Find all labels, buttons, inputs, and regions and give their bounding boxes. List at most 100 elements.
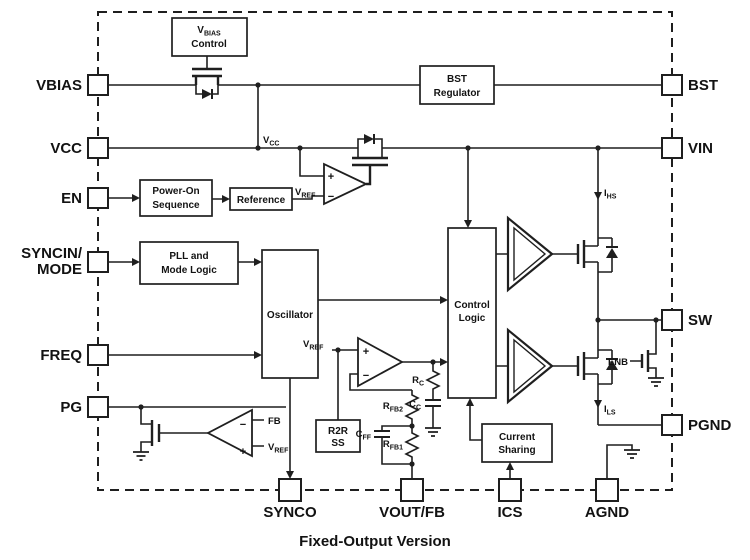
arrowheads [132, 192, 602, 479]
pin-pad-synco [278, 478, 302, 502]
low-side-fet [576, 352, 586, 380]
r2r-ss-block [315, 419, 361, 453]
vref-ldo-label: VREF [295, 187, 316, 200]
pin-label-mode: MODE [37, 261, 82, 278]
ils-label: ILS [604, 404, 616, 417]
enb-ground-symbol [648, 377, 664, 387]
pin-label-sw: SW [688, 312, 713, 329]
error-amp [357, 336, 404, 388]
pin-pad-vcc [87, 137, 109, 159]
capacitor-cc [425, 399, 441, 407]
junction-dot [297, 145, 303, 151]
rc-label: RC [412, 375, 424, 388]
rfb1-label: RFB1 [383, 439, 403, 452]
arrow-pll-to-oscillator [254, 258, 262, 266]
junction-dot [138, 404, 144, 410]
pll-mode-logic-block [139, 241, 239, 285]
pin-pad-vbias [87, 74, 109, 96]
diagram-caption: Fixed-Output Version [299, 533, 451, 550]
pg-net-wire [108, 406, 286, 452]
bst-regulator-label-1: BST [447, 74, 467, 85]
cff-label: CFF [356, 429, 372, 442]
fb-label: FB [268, 416, 281, 427]
enb-label: ENB [608, 357, 628, 368]
pin-label-agnd: AGND [585, 504, 629, 521]
grounds [133, 377, 664, 461]
signal-labels: VCC VREF VREF FB VREF IHS ILS ENB RFB2 R… [263, 135, 628, 455]
pin-pad-pgnd [661, 414, 683, 436]
junction-dot [595, 145, 601, 151]
r2r-ss-label-1: R2R [328, 426, 349, 437]
pin-label-vin: VIN [688, 140, 713, 157]
low-side-body-diode [606, 360, 618, 370]
power-on-label-2: Sequence [152, 200, 200, 211]
opamp-signs: + − + − − + [240, 171, 369, 458]
arrow-sharing-to-control [466, 398, 474, 406]
arrow-ils-current [594, 400, 602, 408]
agnd-ground-symbol [624, 449, 640, 459]
arrow-ics-to-sharing [506, 462, 514, 470]
vbias-body-diode [202, 89, 212, 99]
arrow-oscillator-to-synco [286, 471, 294, 479]
high-side-body-diode [606, 248, 618, 258]
pin-label-vbias: VBIAS [36, 77, 82, 94]
junction-dot [430, 359, 436, 365]
passives [374, 368, 441, 460]
arrow-erroramp-to-control [440, 358, 448, 366]
vcc-net-label: VCC [263, 135, 279, 148]
oscillator-output-wire [289, 299, 440, 471]
pin-pad-pg [87, 396, 109, 418]
pin-pad-agnd [595, 478, 619, 502]
pin-pad-ics [498, 478, 522, 502]
vbias-control-block [171, 17, 248, 57]
pg-comparator [206, 408, 253, 458]
oscillator-block [261, 249, 319, 379]
control-logic-label-1: Control [454, 300, 490, 311]
pin-label-en: EN [61, 190, 82, 207]
arrow-syncin-to-pll [132, 258, 140, 266]
pin-pad-syncin-mode [87, 251, 109, 273]
junction-dot [409, 461, 415, 467]
r2r-ss-label-2: SS [331, 438, 345, 449]
pg-open-drain-fet [150, 420, 161, 446]
power-on-sequence-block [139, 179, 213, 217]
junction-dot [255, 82, 261, 88]
high-side-fet [576, 240, 586, 268]
reference-label: Reference [237, 195, 286, 206]
pin-pads [87, 74, 683, 502]
pin-label-bst: BST [688, 77, 718, 94]
oscillator-label: Oscillator [267, 310, 313, 321]
ldo-opamp [323, 162, 369, 206]
pin-pad-freq [87, 344, 109, 366]
pgcomp-plus-sign: + [240, 446, 246, 458]
en-reference-wire [108, 195, 324, 200]
current-sharing-label-2: Sharing [498, 445, 535, 456]
enb-net-wire [630, 320, 657, 378]
pin-label-pgnd: PGND [688, 417, 732, 434]
pg-ground-symbol [133, 451, 149, 461]
pll-label-2: Mode Logic [161, 265, 217, 276]
current-sharing-block [481, 423, 553, 463]
pin-pad-vin [661, 137, 683, 159]
current-sharing-label-1: Current [499, 432, 536, 443]
junction-dot [335, 347, 341, 353]
vbias-control-label-1: VBIAS [197, 25, 221, 38]
vbias-pass-fet [192, 67, 222, 85]
pin-label-pg: PG [60, 399, 82, 416]
gate-driver-low [506, 327, 554, 405]
function-blocks: VBIAS Control BST Regulator Power-On Seq… [139, 17, 553, 463]
sync-pll-freq-wire [108, 261, 254, 356]
pin-pad-bst [661, 74, 683, 96]
vref-pg-label: VREF [268, 442, 289, 455]
ldo-plus-sign: + [328, 171, 334, 183]
power-stage-wire [584, 148, 662, 426]
control-logic-block [447, 227, 497, 399]
ldo-minus-sign: − [328, 191, 334, 203]
amplifiers [206, 162, 554, 458]
ihs-label: IHS [604, 188, 617, 201]
wires [108, 56, 662, 479]
vref-erroramp-label: VREF [303, 339, 324, 352]
diodes [202, 89, 618, 370]
